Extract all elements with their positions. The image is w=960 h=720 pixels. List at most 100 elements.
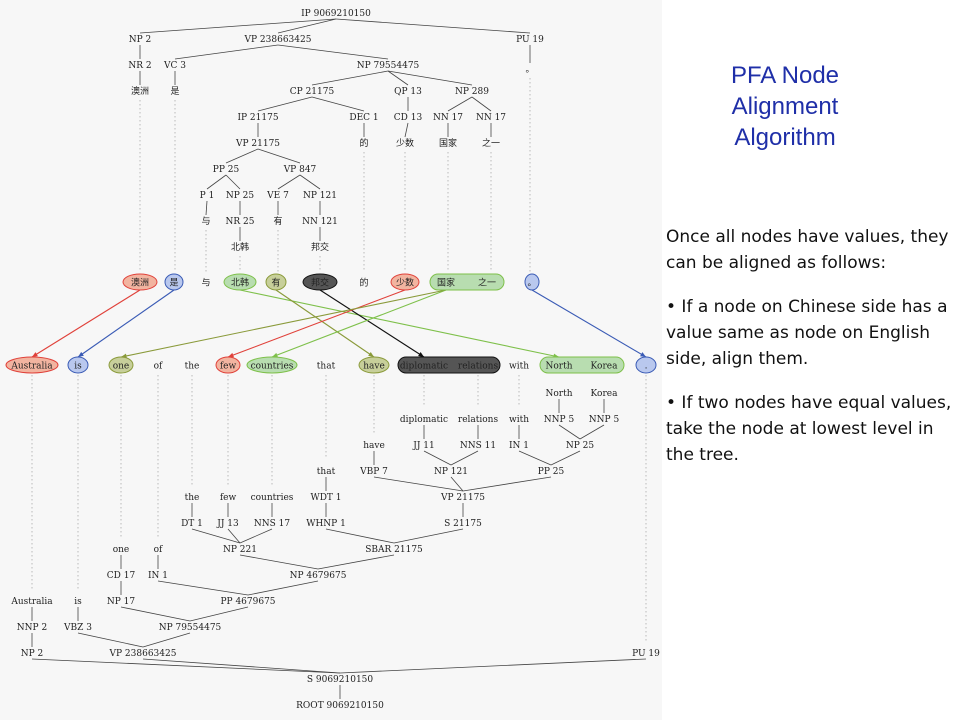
english-tree-node: ROOT 9069210150 <box>296 701 384 711</box>
chinese-word: 。 <box>527 279 536 289</box>
title-line: Algorithm <box>734 124 836 151</box>
tree-edge <box>189 606 249 622</box>
tree-edge <box>277 44 389 60</box>
english-word: Korea <box>591 362 619 372</box>
chinese-tree-node: NP 2 <box>129 35 152 45</box>
english-tree-node: IN 1 <box>509 441 529 451</box>
english-word: countries <box>251 362 294 372</box>
tree-edge <box>77 632 144 648</box>
alignment-arrowhead <box>418 352 424 357</box>
tree-edge <box>277 174 301 190</box>
alignment-arrowhead <box>32 352 38 357</box>
chinese-tree-node: VC 3 <box>163 61 186 71</box>
tree-edge <box>205 200 208 216</box>
english-word: relations <box>458 362 499 372</box>
english-word: few <box>220 362 237 372</box>
english-tree-node: S 9069210150 <box>307 675 374 685</box>
english-tree-node: diplomatic <box>400 415 448 425</box>
alignment-arrowhead <box>368 351 374 357</box>
english-word: have <box>363 362 385 372</box>
tree-edge <box>311 70 389 86</box>
chinese-word: 之一 <box>478 277 496 289</box>
english-tree-node: of <box>154 545 163 555</box>
bullet-item: • If two nodes have equal values, take t… <box>666 393 952 465</box>
tree-edge <box>225 148 259 164</box>
english-tree-node: NP 17 <box>107 597 136 607</box>
chinese-tree-node: NN 17 <box>433 113 463 123</box>
english-tree-node: IN 1 <box>148 571 168 581</box>
english-tree-node: Korea <box>591 389 619 399</box>
english-tree-node: NP 79554475 <box>159 623 222 633</box>
chinese-tree-node: CP 21175 <box>290 87 335 97</box>
tree-edge <box>142 632 191 648</box>
chinese-tree-node: PU 19 <box>516 35 544 45</box>
english-tree-node: CD 17 <box>107 571 136 581</box>
chinese-tree-node: 少数 <box>396 137 414 149</box>
word-chip <box>164 273 184 291</box>
chinese-tree-node: VP 21175 <box>235 139 280 149</box>
english-tree-node: SBAR 21175 <box>365 545 423 555</box>
tree-edge <box>335 18 531 34</box>
english-tree-node: WDT 1 <box>310 493 341 503</box>
english-tree-node: relations <box>458 415 499 425</box>
chinese-tree-node: IP 9069210150 <box>301 9 371 19</box>
english-word: Australia <box>10 362 53 372</box>
chinese-tree-node: NN 17 <box>476 113 506 123</box>
intro-text: Once all nodes have values, they can be … <box>666 227 949 273</box>
tree-edge <box>31 658 341 674</box>
english-tree-node: VBP 7 <box>359 467 388 477</box>
tree-edge <box>277 18 337 34</box>
chinese-tree-node: VE 7 <box>266 191 289 201</box>
english-tree-node: Australia <box>10 597 53 607</box>
chinese-tree-node: NP 121 <box>303 191 337 201</box>
english-word: . <box>645 362 648 372</box>
tree-edge <box>450 450 479 466</box>
bullet-item: • If a node on Chinese side has a value … <box>666 297 948 369</box>
tree-edge <box>387 70 473 86</box>
english-tree-node: JJ 13 <box>216 519 239 529</box>
chinese-tree-node: 。 <box>525 65 534 75</box>
english-tree-node: NNS 17 <box>254 519 291 529</box>
chinese-tree-node: NP 79554475 <box>357 61 420 71</box>
word-chip <box>122 273 158 291</box>
tree-edge <box>558 424 581 440</box>
english-tree-node: JJ 11 <box>412 441 435 451</box>
english-word: with <box>509 362 529 372</box>
tree-edge <box>311 96 365 112</box>
chinese-tree-node: 国家 <box>439 137 457 149</box>
title-line: PFA Node <box>730 62 840 89</box>
alignment-arrowhead <box>640 352 646 357</box>
chinese-tree-node: 的 <box>359 137 368 149</box>
chinese-word: 与 <box>201 278 210 289</box>
chinese-tree-node: 是 <box>170 86 179 97</box>
english-tree-node: North <box>545 389 572 399</box>
tree-edge <box>206 174 227 190</box>
word-chip <box>215 356 241 374</box>
alignment-edge <box>531 289 647 358</box>
chinese-word: 邦交 <box>311 277 329 289</box>
english-tree-node: VBZ 3 <box>63 623 92 633</box>
tree-edge <box>317 554 395 570</box>
word-chip <box>265 273 287 291</box>
tree-edge <box>387 70 409 86</box>
english-word: is <box>74 362 82 372</box>
word-chip <box>539 356 625 374</box>
tree-edge <box>174 44 279 60</box>
english-word: of <box>154 362 163 372</box>
english-tree-node: WHNP 1 <box>306 519 346 529</box>
tree-edge <box>120 606 191 622</box>
word-chip <box>302 273 338 291</box>
chinese-tree-node: PP 25 <box>213 165 240 175</box>
tree-edge <box>450 476 464 492</box>
tree-edge <box>423 450 452 466</box>
tree-edge <box>239 554 319 570</box>
english-tree-node: PP 4679675 <box>220 597 275 607</box>
word-chip <box>5 356 59 374</box>
english-tree-node: is <box>74 597 82 607</box>
alignment-edge <box>120 289 447 358</box>
chinese-tree-node: P 1 <box>200 191 215 201</box>
chinese-tree-node: VP 238663425 <box>244 35 312 45</box>
tree-edge <box>373 476 464 492</box>
